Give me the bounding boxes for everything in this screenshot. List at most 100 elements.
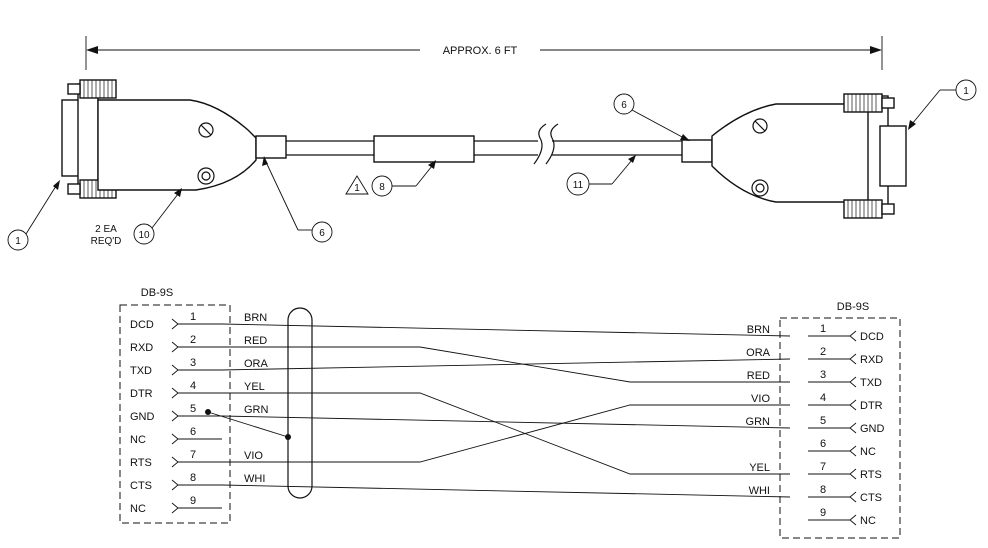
svg-text:1: 1 xyxy=(963,86,969,97)
left-connector-drawing xyxy=(61,79,287,199)
hood-qty-line1: 2 EA xyxy=(95,224,117,235)
left-pin-5: GND 5 xyxy=(130,403,222,423)
left-pin-number: 6 xyxy=(190,426,196,438)
wire-color-right: ORA xyxy=(746,347,771,359)
drain-wire xyxy=(205,409,291,440)
svg-text:1: 1 xyxy=(15,236,21,247)
jackscrew-left-top xyxy=(67,79,117,99)
hood-qty-line2: REQ'D xyxy=(91,236,122,247)
callout-hood: 10 2 EA REQ'D xyxy=(91,188,182,247)
wire-color-left: RED xyxy=(244,335,267,347)
right-pin-number: 9 xyxy=(820,507,826,519)
right-connector-title: DB-9S xyxy=(837,301,869,313)
callout-right-connector: 1 xyxy=(908,79,977,130)
left-signal-label: NC xyxy=(130,434,146,446)
right-pin-6: 6NC xyxy=(808,438,876,458)
svg-text:1: 1 xyxy=(354,183,360,194)
wire-color-right: VIO xyxy=(751,393,770,405)
right-pin-number: 2 xyxy=(820,346,826,358)
right-pin-number: 8 xyxy=(820,484,826,496)
left-pin-7: RTS 7 xyxy=(130,449,222,469)
jackscrew-right-top xyxy=(843,93,895,113)
wire-vio: VIO VIO xyxy=(222,393,790,463)
right-pin-number: 6 xyxy=(820,438,826,450)
left-signal-label: GND xyxy=(130,411,155,423)
left-pin-number: 8 xyxy=(190,472,196,484)
wire-brn: BRN BRN xyxy=(221,312,791,337)
right-pin-number: 1 xyxy=(820,323,826,335)
svg-text:11: 11 xyxy=(573,180,584,191)
right-connector-drawing xyxy=(681,93,907,219)
wire-color-left: WHI xyxy=(244,473,265,485)
left-signal-label: NC xyxy=(130,503,146,515)
callout-cable: 11 xyxy=(566,155,636,196)
callout-sleeve: 1 8 xyxy=(345,160,436,197)
right-signal-label: DTR xyxy=(860,400,883,412)
left-signal-label: TXD xyxy=(130,365,152,377)
left-hood xyxy=(97,99,257,191)
left-pin-4: DTR 4 xyxy=(130,380,222,400)
left-pin-6: NC 6 xyxy=(130,426,222,446)
wire-color-left: YEL xyxy=(244,381,265,393)
wire-whi: WHI WHI xyxy=(221,473,791,498)
left-pin-number: 3 xyxy=(190,357,196,369)
left-signal-label: RXD xyxy=(130,342,153,354)
jackscrew-right-bottom xyxy=(843,199,895,219)
wire-color-left: GRN xyxy=(244,404,269,416)
left-signal-label: RTS xyxy=(130,457,152,469)
cable-shield xyxy=(287,307,313,499)
left-pin-9: NC9 xyxy=(130,495,222,515)
wire-red: RED RED xyxy=(222,335,790,383)
right-signal-label: RTS xyxy=(860,469,882,481)
right-pin-number: 5 xyxy=(820,415,826,427)
left-boot xyxy=(255,135,287,159)
left-pin-number: 5 xyxy=(190,403,196,415)
callout-left-connector: 1 xyxy=(7,180,60,251)
right-signal-label: NC xyxy=(860,446,876,458)
right-signal-label: TXD xyxy=(860,377,882,389)
left-signal-label: DCD xyxy=(130,319,154,331)
dimension-label: APPROX. 6 FT xyxy=(443,45,518,57)
wire-color-right: WHI xyxy=(749,485,770,497)
length-dimension: APPROX. 6 FT xyxy=(85,36,883,70)
callout-right-boot: 6 xyxy=(613,93,690,141)
wire-grn: GRN GRN xyxy=(221,404,791,429)
right-signal-label: GND xyxy=(860,423,885,435)
left-pin-number: 7 xyxy=(190,449,196,461)
left-pin-8: CTS 8 xyxy=(130,472,222,492)
right-pin-9: 9NC xyxy=(808,507,876,527)
wire-color-left: VIO xyxy=(244,450,263,462)
wire-color-right: BRN xyxy=(747,324,770,336)
right-signal-label: DCD xyxy=(860,331,884,343)
wire-color-left: BRN xyxy=(244,312,267,324)
right-hood xyxy=(711,103,871,203)
left-pin-number: 1 xyxy=(190,311,196,323)
heat-shrink-sleeve xyxy=(373,135,475,163)
wire-color-right: GRN xyxy=(746,416,771,428)
wire-color-right: RED xyxy=(747,370,770,382)
left-signal-label: CTS xyxy=(130,480,152,492)
revision-flag-triangle xyxy=(345,175,369,195)
right-signal-label: CTS xyxy=(860,492,882,504)
right-signal-label: RXD xyxy=(860,354,883,366)
callout-left-boot: 6 xyxy=(262,156,333,243)
left-signal-label: DTR xyxy=(130,388,153,400)
svg-text:10: 10 xyxy=(138,230,150,241)
left-pin-number: 4 xyxy=(190,380,196,392)
left-pin-1: DCD 1 xyxy=(130,311,222,331)
right-pin-number: 3 xyxy=(820,369,826,381)
svg-text:6: 6 xyxy=(621,100,627,111)
right-boot xyxy=(681,139,713,163)
right-pin-number: 7 xyxy=(820,461,826,473)
wire-color-left: ORA xyxy=(244,358,269,370)
